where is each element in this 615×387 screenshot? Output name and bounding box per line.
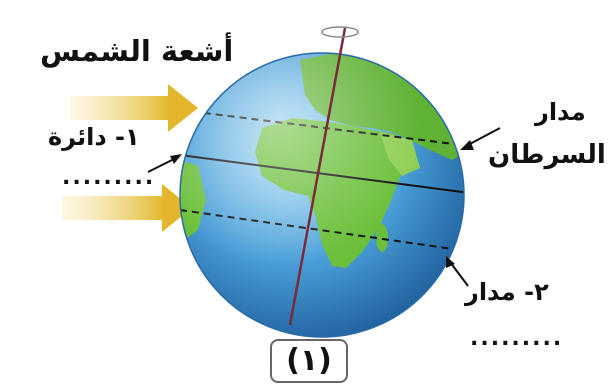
globe (180, 52, 478, 337)
circle-question-label: ١- دائرة (48, 123, 140, 151)
orbit-question-label: ٢- مدار (465, 278, 549, 306)
figure-number-badge: (١) (270, 339, 348, 383)
sun-ray-arrow (62, 184, 192, 232)
circle-answer-blank[interactable]: ......... (62, 165, 155, 190)
axis-rotation-ring (322, 27, 358, 37)
tropic-cancer-label-line1: مدار (535, 98, 586, 126)
sun-rays-label: أشعة الشمس (40, 34, 233, 68)
tropic-cancer-label-line2: السرطان (488, 140, 606, 170)
orbit-answer-blank[interactable]: ......... (470, 326, 563, 351)
